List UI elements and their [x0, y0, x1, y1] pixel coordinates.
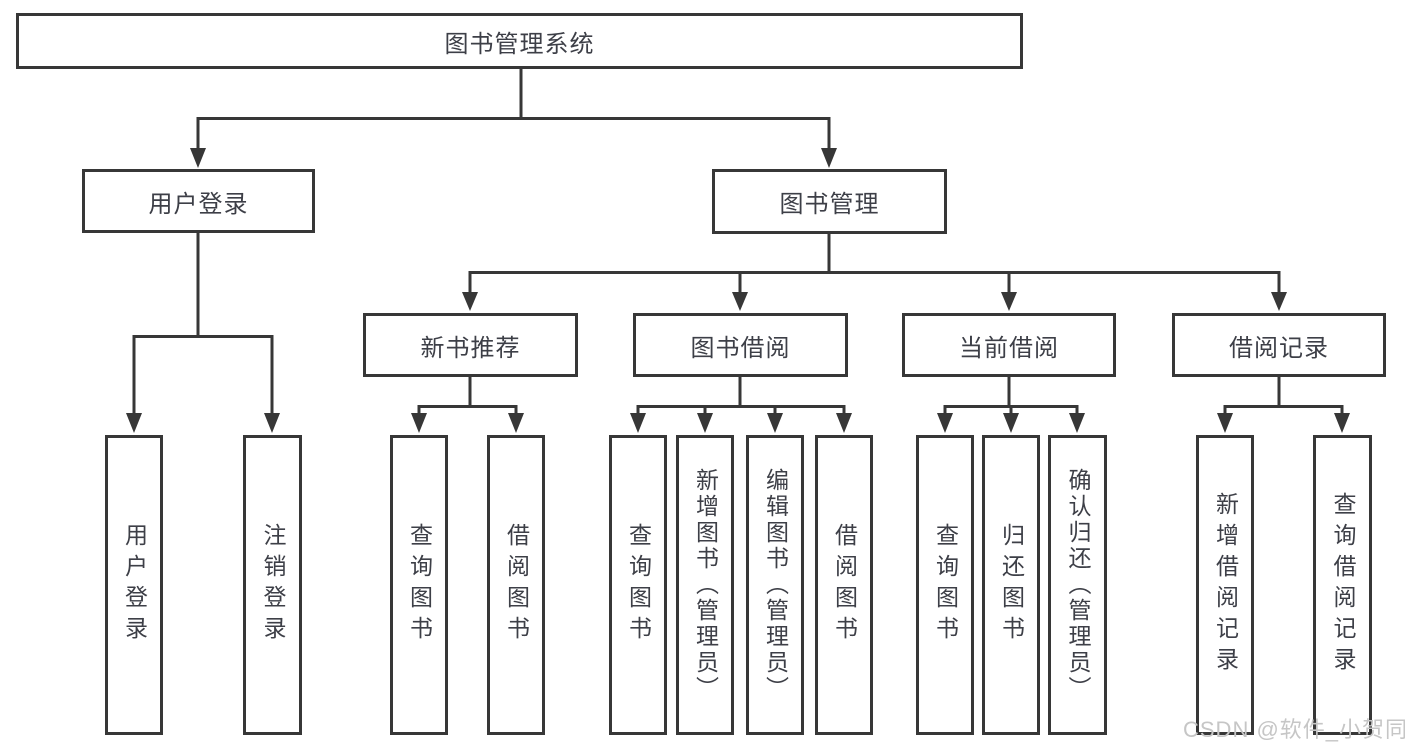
- leaf-current-confirm-admin: 确认归还（管理员）: [1048, 435, 1107, 735]
- leaf-borrow-borrow: 借阅图书: [815, 435, 873, 735]
- node-borrowing-label: 图书借阅: [690, 334, 791, 362]
- node-user-login-label: 用户登录: [148, 190, 249, 218]
- arrowhead: [1003, 413, 1019, 433]
- leaf-borrow-query-label: 查询图书: [625, 523, 652, 647]
- arrowhead: [821, 148, 837, 168]
- leaf-current-confirm-admin-label: 确认归还（管理员）: [1065, 468, 1091, 702]
- node-book-mgmt-label: 图书管理: [779, 191, 880, 218]
- arrowhead: [767, 413, 783, 433]
- leaf-current-return-label: 归还图书: [998, 523, 1025, 647]
- arrowhead: [1271, 292, 1287, 311]
- connector-new-books: [417, 377, 518, 415]
- leaf-borrow-query: 查询图书: [609, 435, 667, 735]
- leaf-records-add-label: 新增借阅记录: [1212, 492, 1239, 678]
- connector-borrowing: [636, 377, 846, 415]
- leaf-borrow-edit-admin-label: 编辑图书（管理员）: [762, 468, 789, 702]
- leaf-current-query-label: 查询图书: [932, 523, 959, 647]
- connector-root: [196, 69, 831, 120]
- node-current-borrow: 当前借阅: [902, 313, 1116, 377]
- arrowhead: [732, 292, 748, 311]
- csdn-watermark: CSDN @软件_小贺同学: [1183, 717, 1405, 742]
- node-borrow-records-label: 借阅记录: [1229, 334, 1329, 362]
- leaf-borrow-add-admin-label: 新增图书（管理员）: [692, 468, 719, 702]
- connector-book-mgmt: [468, 234, 1281, 294]
- leaf-newbooks-query: 查询图书: [390, 435, 448, 735]
- node-borrow-records: 借阅记录: [1172, 313, 1386, 377]
- leaf-user-login-label: 用户登录: [121, 523, 148, 647]
- arrowhead: [937, 413, 953, 433]
- node-new-books: 新书推荐: [363, 313, 578, 377]
- leaf-newbooks-borrow-label: 借阅图书: [503, 523, 530, 647]
- node-root-label: 图书管理系统: [444, 30, 595, 58]
- connector-current: [943, 377, 1079, 415]
- leaf-current-query: 查询图书: [916, 435, 974, 735]
- node-borrowing: 图书借阅: [633, 313, 848, 377]
- node-root: 图书管理系统: [16, 13, 1023, 69]
- arrowhead: [836, 413, 852, 433]
- leaf-newbooks-borrow: 借阅图书: [487, 435, 545, 735]
- arrowhead: [697, 413, 713, 433]
- arrowhead: [411, 413, 427, 433]
- leaf-logout-label: 注销登录: [260, 523, 286, 647]
- arrowhead: [264, 413, 280, 433]
- node-new-books-label: 新书推荐: [420, 334, 521, 362]
- leaf-records-add: 新增借阅记录: [1196, 435, 1254, 735]
- leaf-borrow-edit-admin: 编辑图书（管理员）: [746, 435, 804, 735]
- arrowhead: [190, 148, 206, 168]
- leaf-borrow-add-admin: 新增图书（管理员）: [676, 435, 734, 735]
- arrowhead: [630, 413, 646, 433]
- arrowhead: [508, 413, 524, 433]
- node-book-mgmt: 图书管理: [712, 169, 947, 234]
- arrowhead: [1001, 292, 1017, 311]
- leaf-newbooks-query-label: 查询图书: [406, 523, 433, 647]
- leaf-current-return: 归还图书: [982, 435, 1040, 735]
- node-user-login: 用户登录: [82, 169, 315, 233]
- leaf-records-query-label: 查询借阅记录: [1330, 492, 1356, 678]
- connector-root-drops: [196, 118, 831, 150]
- leaf-user-login: 用户登录: [105, 435, 163, 735]
- arrowhead: [126, 413, 142, 433]
- leaf-records-query: 查询借阅记录: [1313, 435, 1372, 735]
- arrowhead: [1069, 413, 1085, 433]
- connector-records: [1223, 377, 1344, 415]
- node-current-borrow-label: 当前借阅: [959, 334, 1059, 362]
- connector-user-login: [132, 233, 274, 415]
- arrowhead: [1217, 413, 1233, 433]
- arrowhead: [462, 292, 478, 311]
- arrowhead: [1334, 413, 1350, 433]
- leaf-borrow-borrow-label: 借阅图书: [831, 523, 858, 647]
- leaf-logout: 注销登录: [243, 435, 302, 735]
